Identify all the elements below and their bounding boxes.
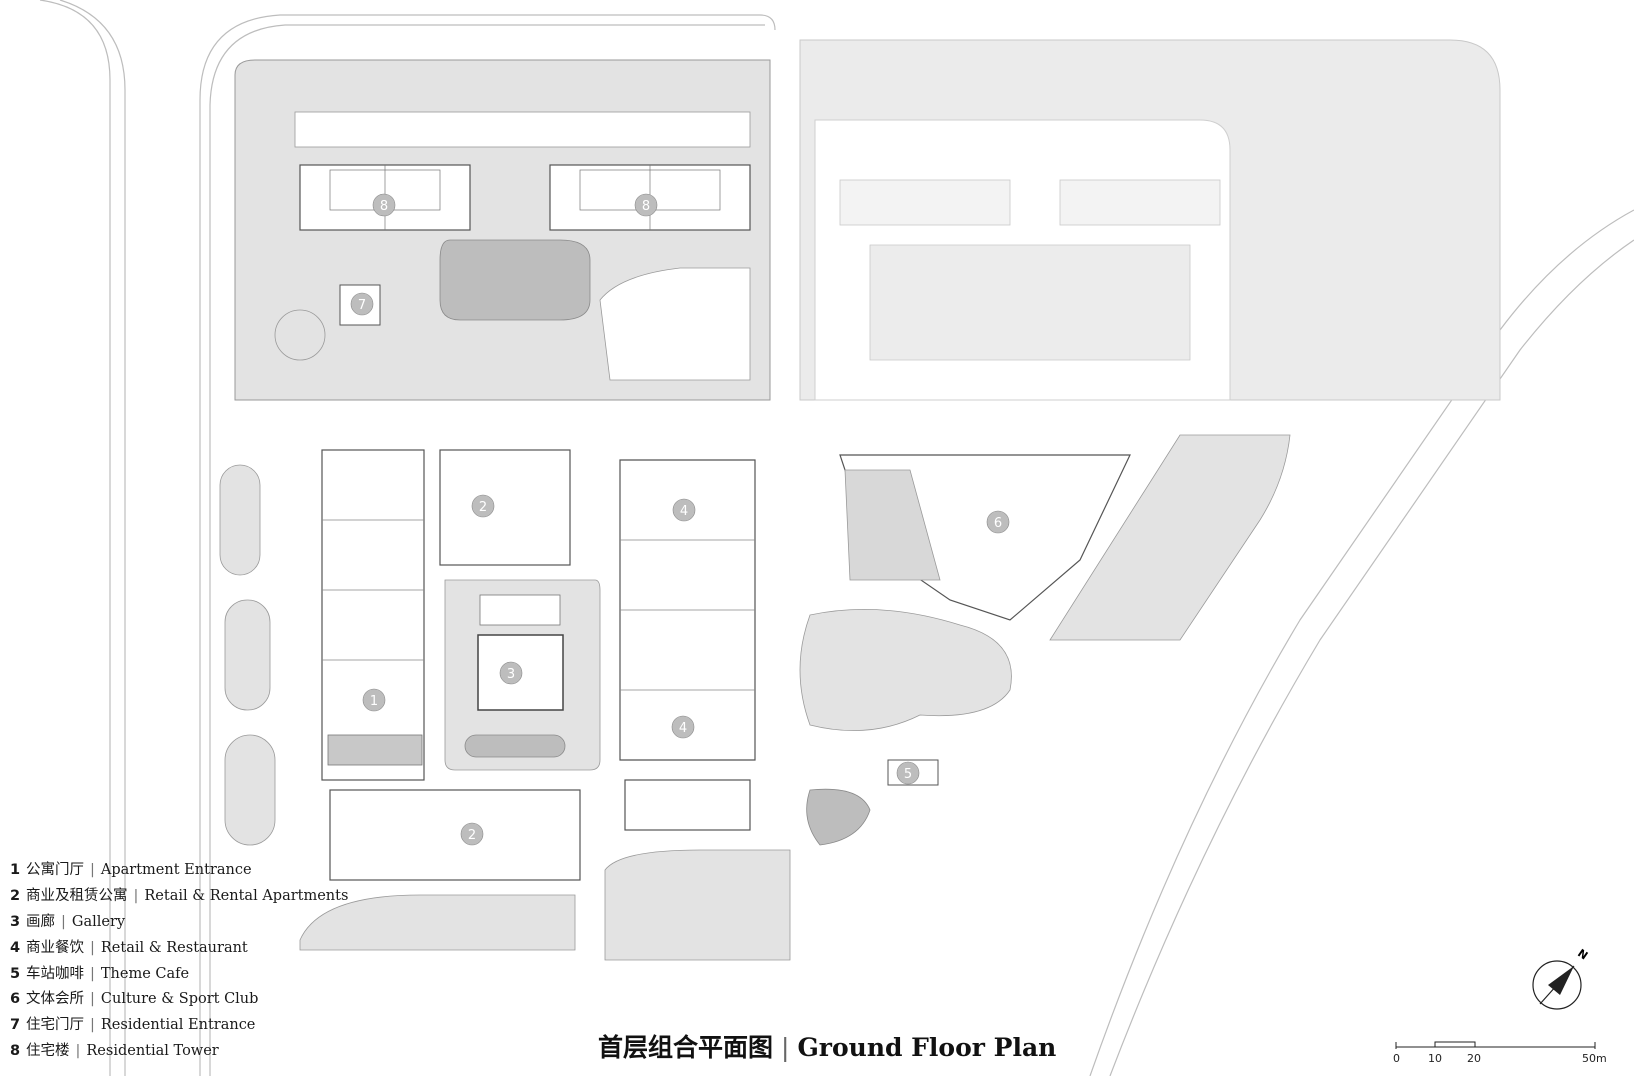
plan-title-zh: 首层组合平面图 bbox=[598, 1033, 774, 1062]
plan-marker-5 bbox=[896, 761, 920, 785]
legend-separator: | bbox=[90, 862, 95, 878]
gallery-plaza bbox=[444, 579, 601, 771]
plan-marker-label: 6 bbox=[994, 516, 1002, 531]
legend-item: 8 住宅楼 | Residential Tower bbox=[10, 1039, 390, 1065]
legend-item: 7 住宅门厅 | Residential Entrance bbox=[10, 1013, 390, 1039]
plan-marker-4 bbox=[671, 715, 695, 739]
plan-marker-label: 3 bbox=[507, 667, 515, 682]
legend-zh: 商业餐饮 bbox=[26, 939, 84, 956]
legend-en: Retail & Restaurant bbox=[100, 939, 248, 956]
scale-label-20: 20 bbox=[1467, 1052, 1481, 1065]
plan-marker-label: 4 bbox=[680, 504, 688, 519]
legend-num: 4 bbox=[10, 939, 21, 956]
scale-label-0: 0 bbox=[1393, 1052, 1400, 1065]
scale-label-10: 10 bbox=[1428, 1052, 1442, 1065]
legend-zh: 住宅楼 bbox=[26, 1043, 70, 1060]
legend-zh: 画廊 bbox=[26, 913, 55, 930]
plan-marker-label: 4 bbox=[679, 721, 687, 736]
legend-zh: 公寓门厅 bbox=[26, 862, 84, 878]
north-residential-block bbox=[234, 59, 771, 401]
legend-item: 3 画廊 | Gallery bbox=[10, 910, 390, 936]
legend-zh: 住宅门厅 bbox=[26, 1017, 84, 1034]
road-lines bbox=[39, 0, 1634, 1076]
legend-zh: 车站咖啡 bbox=[26, 965, 84, 982]
legend-separator: | bbox=[90, 939, 95, 956]
plan-marker-6 bbox=[986, 510, 1010, 534]
south-landscape bbox=[299, 849, 791, 961]
plan-marker-label: 8 bbox=[380, 199, 388, 214]
plan-title: 首层组合平面图|Ground Floor Plan bbox=[598, 1028, 1056, 1064]
plan-marker-2 bbox=[460, 822, 484, 846]
culture-club-and-landscape bbox=[799, 434, 1291, 846]
title-separator: | bbox=[781, 1033, 790, 1062]
legend-en: Culture & Sport Club bbox=[100, 991, 259, 1008]
legend-en: Residential Tower bbox=[86, 1043, 219, 1060]
legend-en: Apartment Entrance bbox=[100, 862, 252, 878]
legend-item: 5 车站咖啡 | Theme Cafe bbox=[10, 962, 390, 988]
northeast-neighbour-block bbox=[799, 39, 1501, 401]
plan-marker-label: 7 bbox=[358, 298, 366, 313]
plan-marker-8 bbox=[372, 193, 396, 217]
legend-num: 6 bbox=[10, 991, 21, 1008]
retail-restaurant-block bbox=[619, 459, 756, 831]
legend-num: 2 bbox=[10, 887, 21, 904]
legend-separator: | bbox=[90, 1017, 95, 1034]
plan-marker-8 bbox=[634, 193, 658, 217]
plan-marker-3 bbox=[499, 661, 523, 685]
legend-zh: 文体会所 bbox=[26, 991, 84, 1008]
legend-item: 4 商业餐饮 | Retail & Restaurant bbox=[10, 936, 390, 962]
legend-separator: | bbox=[90, 965, 95, 982]
legend-num: 7 bbox=[10, 1017, 21, 1034]
legend-separator: | bbox=[90, 991, 95, 1008]
scale-bar bbox=[1395, 1041, 1596, 1049]
legend-separator: | bbox=[61, 913, 66, 930]
scale-label-50m: 50m bbox=[1582, 1052, 1607, 1065]
legend-num: 1 bbox=[10, 862, 21, 878]
legend-en: Residential Entrance bbox=[100, 1017, 256, 1034]
plan-marker-label: 1 bbox=[370, 694, 378, 709]
plan-marker-label: 2 bbox=[468, 828, 476, 843]
plan-marker-2 bbox=[471, 494, 495, 518]
plan-marker-label: 2 bbox=[479, 500, 487, 515]
legend: 1 公寓门厅 | Apartment Entrance 2 商业及租赁公寓 | … bbox=[10, 858, 390, 1065]
plan-marker-label: 8 bbox=[642, 199, 650, 214]
plan-markers: 8 8 7 2 4 6 1 3 4 5 2 bbox=[350, 193, 1010, 846]
legend-zh: 商业及租赁公寓 bbox=[26, 887, 128, 904]
plan-marker-7 bbox=[350, 292, 374, 316]
legend-num: 8 bbox=[10, 1043, 21, 1060]
west-apartment-block bbox=[219, 449, 581, 881]
legend-en: Theme Cafe bbox=[100, 965, 190, 982]
north-arrow bbox=[1532, 960, 1582, 1010]
plan-marker-label: 5 bbox=[904, 767, 912, 782]
legend-en: Retail & Rental Apartments bbox=[144, 887, 349, 904]
legend-item: 1 公寓门厅 | Apartment Entrance bbox=[10, 858, 390, 884]
legend-num: 3 bbox=[10, 913, 21, 930]
legend-num: 5 bbox=[10, 965, 21, 982]
legend-separator: | bbox=[75, 1043, 81, 1060]
legend-separator: | bbox=[133, 887, 139, 904]
legend-en: Gallery bbox=[71, 913, 126, 930]
plan-marker-1 bbox=[362, 688, 386, 712]
legend-item: 6 文体会所 | Culture & Sport Club bbox=[10, 987, 390, 1013]
plan-title-en: Ground Floor Plan bbox=[797, 1033, 1057, 1062]
plan-marker-4 bbox=[672, 498, 696, 522]
legend-item: 2 商业及租赁公寓 | Retail & Rental Apartments bbox=[10, 884, 390, 910]
